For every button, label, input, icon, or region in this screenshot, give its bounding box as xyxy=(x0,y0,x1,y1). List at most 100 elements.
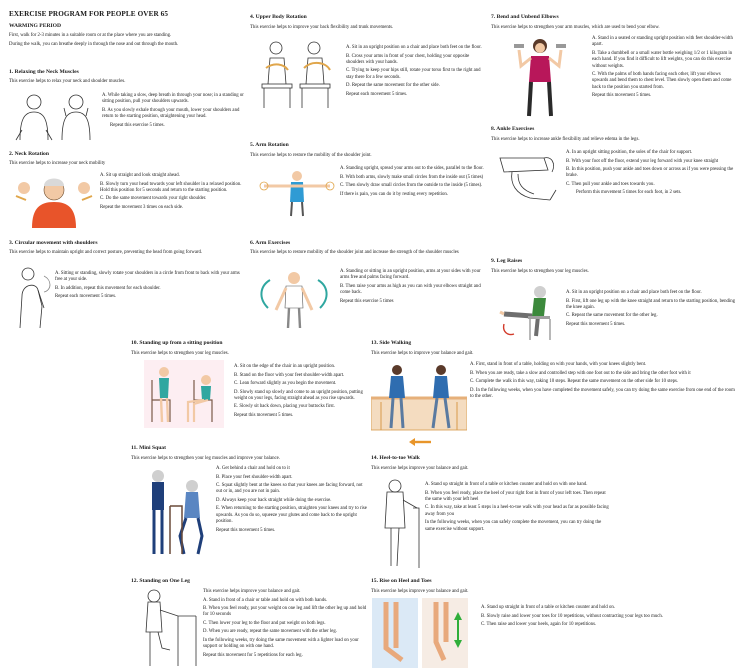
section-11-heading: 11. Mini Squat xyxy=(131,445,166,451)
step-text: B. In this position, push your ankle and… xyxy=(566,167,734,179)
step-text: Repeat this movement 5 times. xyxy=(566,321,626,327)
step-text: B. With both arms, slowly make small cir… xyxy=(340,174,484,180)
step-text: B. With your foot off the floor, extend … xyxy=(566,158,719,164)
section-8-steps: A. In an upright sitting position, the s… xyxy=(566,150,737,199)
step-text: B. In addition, repeat this movement for… xyxy=(55,285,161,291)
arm-exercises-illustration xyxy=(260,272,328,329)
step-text: Repeat this movement for 5 repetitions f… xyxy=(203,652,303,658)
step-text: C. Lean forward slightly as you begin th… xyxy=(234,381,337,387)
side-walking-illustration xyxy=(371,365,467,446)
section-6-steps: A. Standing or sitting in an upright pos… xyxy=(340,269,486,307)
warming-text: First, walk for 2-3 minutes in a suitabl… xyxy=(9,33,244,50)
step-text: Repeat this exercise 5 times xyxy=(340,298,394,304)
step-text: Perform this movement 5 times for each f… xyxy=(576,190,682,196)
step-text: A. Standing upright, spread your arms ou… xyxy=(340,166,484,171)
section-14-intro: This exercise helps improve your balance… xyxy=(371,466,469,471)
step-text: C. Then lower your leg to the floor and … xyxy=(203,620,326,626)
step-text: C. Then slowly draw small circles from t… xyxy=(340,183,483,189)
step-text: C. Do the same movement towards your rig… xyxy=(100,196,207,202)
step-text: B. Cross your arms in front of your ches… xyxy=(346,53,470,65)
section-4-heading: 4. Upper Body Rotation xyxy=(250,14,307,20)
step-text: Repeat this movement 5 times. xyxy=(234,412,294,418)
section-4-intro: This exercise helps to improve your back… xyxy=(250,25,394,30)
section-3-heading: 3. Circular movement with shoulders xyxy=(9,240,98,246)
section-5-intro: This exercise helps to restore the mobil… xyxy=(250,153,372,158)
step-text: C. Then raise and lower your heels, agai… xyxy=(481,622,597,628)
step-text: C. Trying to keep your hips still, rotat… xyxy=(346,68,481,80)
step-text: A. Get behind a chair and hold on to it xyxy=(216,466,290,471)
section-11-intro: This exercise helps to strengthen your l… xyxy=(131,456,280,461)
section-3-steps: A. Sitting or standing, slowly rotate yo… xyxy=(55,271,245,303)
step-text: A. Standing or sitting in an upright pos… xyxy=(340,269,481,281)
section-15-heading: 15. Rise on Heel and Toes xyxy=(371,578,432,584)
step-text: If there is pain, you can do it by resti… xyxy=(340,191,449,197)
shoulder-circles-illustration xyxy=(19,267,51,329)
heel-to-toe-illustration xyxy=(384,479,420,568)
step-text: C. Complete the walk in this way, taking… xyxy=(470,379,679,385)
section-2-steps: A. Sit up straight and look straight ahe… xyxy=(100,173,245,213)
step-text: D. Slowly stand up slowly and come to an… xyxy=(234,389,363,401)
step-text: C. Then pull your ankle and toes towards… xyxy=(566,181,655,187)
section-13-heading: 13. Side Walking xyxy=(371,340,412,346)
section-1-intro: This exercise helps to relax your neck a… xyxy=(9,79,126,84)
section-12-heading: 12. Standing on One Leg xyxy=(131,578,190,584)
step-text: Repeat this exercise 5 times. xyxy=(110,122,165,128)
step-text: A. First, stand in front of a table, hol… xyxy=(470,362,647,367)
step-text: A. While taking a slow, deep breath in t… xyxy=(102,93,244,105)
section-7-steps: A. Stand in a seated or standing upright… xyxy=(592,36,737,102)
step-text: Repeat the movement 3 times on each side… xyxy=(100,204,184,210)
step-text: B. When you feel ready, put your weight … xyxy=(203,606,367,618)
step-text: E. When returning to the starting positi… xyxy=(216,506,367,525)
step-text: A. Sitting or standing, slowly rotate yo… xyxy=(55,271,240,283)
section-11-steps: A. Get behind a chair and hold on to it … xyxy=(216,466,368,536)
section-8-intro: This exercise helps to increase ankle fl… xyxy=(491,137,640,142)
bend-elbows-illustration xyxy=(514,39,566,117)
step-text: A. Stand in a seated or standing upright… xyxy=(592,36,733,48)
heel-toe-raise-illustration xyxy=(372,598,468,668)
step-text: B. Take a dumbbell or a small water bott… xyxy=(592,50,733,69)
section-7-heading: 7. Bend and Unbend Elbows xyxy=(491,14,559,20)
step-text: B. When you are ready, take a slow and c… xyxy=(470,370,691,376)
one-leg-stand-illustration xyxy=(145,589,197,666)
warming-line: During the walk, you can breathe deeply … xyxy=(9,41,179,47)
step-text: A. Sit up straight and look straight ahe… xyxy=(100,173,180,178)
section-12-steps: This exercise helps improve your balance… xyxy=(203,589,368,661)
step-text: Repeat each movement 5 times. xyxy=(346,91,408,97)
sit-to-stand-illustration xyxy=(144,360,224,428)
step-text: C. Squat slightly bent at the knees so t… xyxy=(216,483,363,495)
step-text: A. Sit in an upright position on a chair… xyxy=(346,45,482,50)
section-6-intro: This exercise helps to restore mobility … xyxy=(250,250,459,255)
section-7-intro: This exercise helps to strengthen your a… xyxy=(491,25,660,30)
section-15-intro: This exercise helps improve your balance… xyxy=(371,589,469,594)
section-1-heading: 1. Relaxing the Neck Muscles xyxy=(9,69,79,75)
upper-body-rotation-illustration xyxy=(261,41,331,108)
step-text: B. Place your feet shoulder-width apart. xyxy=(216,474,293,480)
neck-rotation-illustration xyxy=(14,172,94,230)
step-text: Repeat this movement 5 times. xyxy=(216,527,276,533)
section-5-heading: 5. Arm Rotation xyxy=(250,142,289,148)
step-text: In the following weeks, when you can saf… xyxy=(425,520,602,532)
step-text: Repeat this movement 5 times. xyxy=(592,93,652,99)
section-10-steps: A. Sit on the edge of the chair in an up… xyxy=(234,364,368,421)
step-text: C. In this way, take at least 5 steps in… xyxy=(425,505,609,517)
step-text: D. Repeat the same movement for the othe… xyxy=(346,83,440,89)
step-text: D. In the following weeks, when you have… xyxy=(470,387,735,399)
step-text: B. When you feel ready, place the heel o… xyxy=(425,490,606,502)
section-4-steps: A. Sit in an upright position on a chair… xyxy=(346,45,486,100)
step-text: A. Stand in front of a chair or table an… xyxy=(203,597,328,603)
section-13-steps: A. First, stand in front of a table, hol… xyxy=(470,362,737,402)
step-text: B. Stand on the floor with your feet sho… xyxy=(234,372,345,378)
step-text: A. Sit in an upright position on a chair… xyxy=(566,290,702,295)
section-1-steps: A. While taking a slow, deep breath in t… xyxy=(102,93,245,131)
section-5-steps: A. Standing upright, spread your arms ou… xyxy=(340,166,486,200)
step-text: A. Sit on the edge of the chair in an up… xyxy=(234,364,336,369)
step-text: D. Always keep your back straight while … xyxy=(216,497,332,503)
section-6-heading: 6. Arm Exercises xyxy=(250,240,291,246)
step-text: B. First, lift one leg up with the knee … xyxy=(566,298,736,310)
ankle-exercise-illustration xyxy=(499,157,557,201)
leg-raises-illustration xyxy=(499,286,551,340)
section-8-heading: 8. Ankle Exercises xyxy=(491,126,535,132)
section-3-intro: This exercise helps to maintain upright … xyxy=(9,250,203,255)
step-text: A. In an upright sitting position, the s… xyxy=(566,150,693,155)
warming-heading: WARMING PERIOD xyxy=(9,23,62,29)
